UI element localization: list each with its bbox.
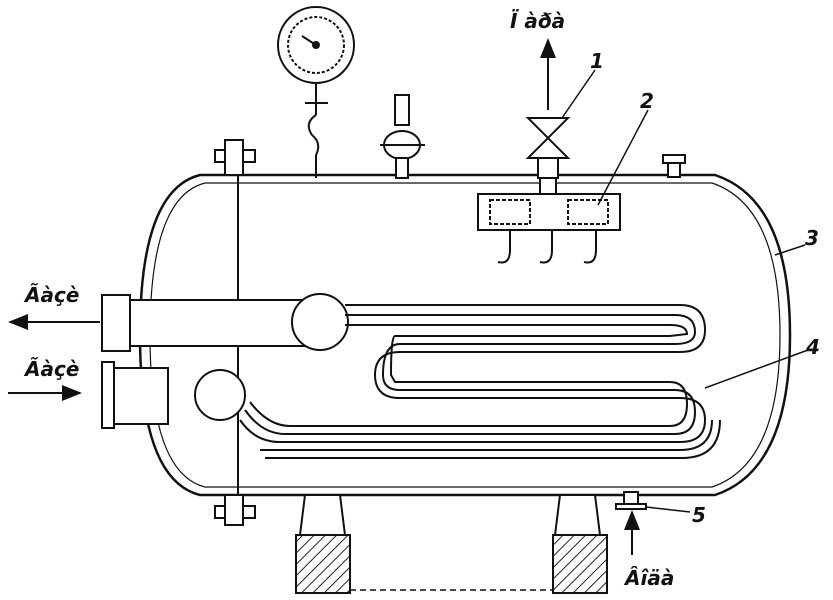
steam-separator xyxy=(477,193,621,264)
left-support xyxy=(295,494,351,594)
callout-5: 5 xyxy=(692,503,706,527)
top-nozzle xyxy=(662,154,686,178)
callout-3: 3 xyxy=(805,226,819,250)
gas-inlet-pipe xyxy=(101,361,246,429)
safety-valve-icon xyxy=(380,94,425,179)
gas-out-label: Ãàçè xyxy=(23,283,79,307)
callout-4: 4 xyxy=(805,335,820,359)
callout-3-leader xyxy=(774,244,806,256)
pressure-gauge-icon xyxy=(277,6,355,178)
steam-out-label: Ï àðà xyxy=(510,9,565,33)
callout-2-leader xyxy=(597,109,649,206)
gas-in-label: Ãàçè xyxy=(23,357,79,381)
water-in-label: Âîäà xyxy=(623,566,674,590)
callout-2: 2 xyxy=(640,89,654,113)
callout-4-leader xyxy=(704,349,809,389)
steam-valve-icon xyxy=(525,60,571,197)
gas-outlet-pipe xyxy=(101,293,349,352)
callout-1-leader xyxy=(561,69,596,119)
vessel-inner-wall xyxy=(149,182,781,488)
callout-5-leader xyxy=(645,506,691,513)
flange-bolt-bottom xyxy=(214,494,256,526)
flange-bolt-top xyxy=(214,139,256,176)
heating-coil xyxy=(239,304,721,459)
vessel-shell xyxy=(138,173,792,497)
right-support xyxy=(552,494,608,594)
water-inlet-nozzle xyxy=(615,491,647,510)
callout-1: 1 xyxy=(590,49,604,73)
